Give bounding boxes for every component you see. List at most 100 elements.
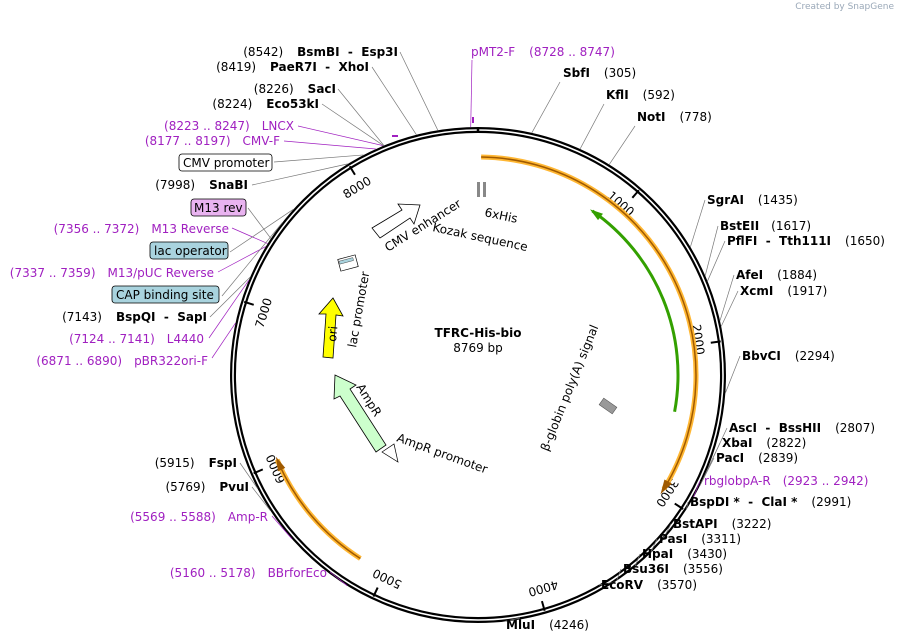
cap-binding-site-box — [111, 285, 220, 304]
leader-line — [690, 199, 706, 248]
site-name: PflFI - Tth111I — [727, 234, 831, 248]
svg-text:BbvCI(2294): BbvCI(2294) — [742, 349, 835, 363]
svg-text:(8226)SacI: (8226)SacI — [254, 82, 336, 96]
tick-label: 8000 — [341, 174, 374, 202]
site-coord: (1917) — [787, 284, 827, 298]
leader-lines — [208, 51, 741, 623]
svg-text:Bsu36I(3556): Bsu36I (3556) — [623, 562, 723, 576]
svg-text:BstAPI(3222): BstAPI (3222) — [673, 517, 771, 531]
leader-line — [208, 280, 250, 339]
site-coord: (3570) — [657, 578, 697, 592]
site-coord: (4246) — [549, 618, 589, 632]
primer-coord: (8177 .. 8197) — [145, 134, 231, 148]
tick-mark — [348, 165, 356, 176]
plasmid-name: TFRC-His-bio — [435, 326, 522, 340]
leader-line — [231, 227, 268, 244]
cmv-promoter-box — [178, 153, 273, 172]
right-site-labels: SbfI(305) KflI(592) NotI(778) SgrAI(1435… — [506, 66, 885, 632]
leader-line — [229, 208, 294, 253]
orf-arc-green — [591, 209, 680, 413]
svg-text:XbaI(2822): XbaI(2822) — [722, 436, 806, 450]
leader-line — [271, 515, 293, 540]
leader-line — [579, 103, 605, 150]
leader-line — [239, 462, 258, 489]
site-coord: (8224) — [212, 97, 252, 111]
site-name: PasI — [659, 532, 687, 546]
svg-text:(7998)SnaBI: (7998)SnaBI — [155, 178, 248, 192]
svg-text:BstEII(1617): BstEII(1617) — [720, 219, 811, 233]
m13-rev-box — [190, 198, 247, 217]
site-coord: (7998) — [155, 178, 195, 192]
svg-text:SgrAI(1435): SgrAI(1435) — [707, 193, 798, 207]
tick-label: 4000 — [527, 577, 560, 599]
cmv-enhancer-arrow — [371, 203, 421, 239]
leader-line — [608, 125, 636, 165]
site-coord: (3556) — [683, 562, 723, 576]
leader-line — [297, 125, 384, 147]
site-coord: (1650) — [845, 234, 885, 248]
tick-mark — [674, 502, 684, 510]
tick-mark — [710, 340, 721, 344]
site-name: PaeR7I - XhoI — [270, 60, 369, 74]
site-name: SbfI — [563, 66, 590, 80]
leader-line — [209, 276, 251, 318]
site-name: SacI — [308, 82, 336, 96]
tick-mark — [631, 189, 640, 199]
site-name: BstAPI — [673, 517, 718, 531]
orf-arrowhead-orange — [660, 479, 672, 495]
svg-text:SbfI(305): SbfI (305) — [563, 66, 636, 80]
primer-coord: (5160 .. 5178) — [170, 566, 256, 580]
orf-arc-ampr — [274, 458, 362, 561]
site-name: Bsu36I — [623, 562, 669, 576]
leader-line — [329, 571, 348, 586]
site-name: BsmBI - Esp3I — [297, 45, 398, 59]
leader-line — [251, 163, 348, 186]
primer-label: (8177 .. 8197)CMV-F — [145, 134, 280, 148]
site-coord: (3222) — [732, 517, 772, 531]
primer-name: Amp-R — [228, 510, 268, 524]
site-name: PvuI — [219, 480, 249, 494]
leader-line — [720, 290, 739, 327]
ampr-promoter-label: AmpR promoter — [395, 431, 489, 477]
orf-arrowhead-ampr — [275, 456, 286, 472]
svg-text:MluI(4246): MluI(4246) — [506, 618, 589, 632]
orf-arrowhead-green — [590, 209, 603, 221]
site-name: AfeI — [736, 268, 763, 282]
lac-operator-box — [149, 241, 229, 260]
primer-coord: (7337 .. 7359) — [10, 266, 96, 280]
leader-line — [217, 246, 267, 273]
ori-label: ori — [325, 325, 340, 342]
tick-mark — [243, 300, 255, 306]
primer-coord: (2923 .. 2942) — [783, 474, 869, 488]
site-coord: (592) — [643, 88, 675, 102]
cap-binding-site-box-label: CAP binding site — [116, 288, 214, 302]
svg-text:AfeI(1884): AfeI(1884) — [736, 268, 817, 282]
leader-line — [273, 154, 364, 163]
svg-text:XcmI(1917): XcmI (1917) — [740, 284, 827, 298]
leader-line — [707, 240, 726, 282]
svg-text:(5769)PvuI: (5769)PvuI — [165, 480, 249, 494]
ampr-arrow — [333, 374, 387, 453]
primer-name: pBR322ori-F — [134, 354, 208, 368]
beta-globin-polya-label: β-globin poly(A) signal — [538, 323, 602, 453]
orf-arc-ampr-core — [277, 462, 361, 560]
leader-line — [531, 81, 561, 134]
kozak-mark — [483, 182, 486, 197]
site-coord: (305) — [604, 66, 636, 80]
primer-name: LNCX — [262, 119, 294, 133]
site-coord: (5915) — [155, 456, 195, 470]
6xhis-mark — [477, 182, 480, 197]
site-coord: (2294) — [795, 349, 835, 363]
tick-mark — [253, 468, 264, 475]
left-labels: (5160 .. 5178)BBrforEco (5569 .. 5588)Am… — [10, 45, 398, 580]
primer-coord: (5569 .. 5588) — [130, 510, 216, 524]
site-name: XcmI — [740, 284, 773, 298]
leader-line — [650, 538, 658, 554]
primer-coord: (8728 .. 8747) — [529, 45, 615, 59]
primer-name: M13/pUC Reverse — [108, 266, 215, 280]
leader-line — [251, 486, 271, 511]
site-coord: (2822) — [766, 436, 806, 450]
site-coord: (778) — [680, 110, 712, 124]
primer-coord: (7356 .. 7372) — [54, 222, 140, 236]
